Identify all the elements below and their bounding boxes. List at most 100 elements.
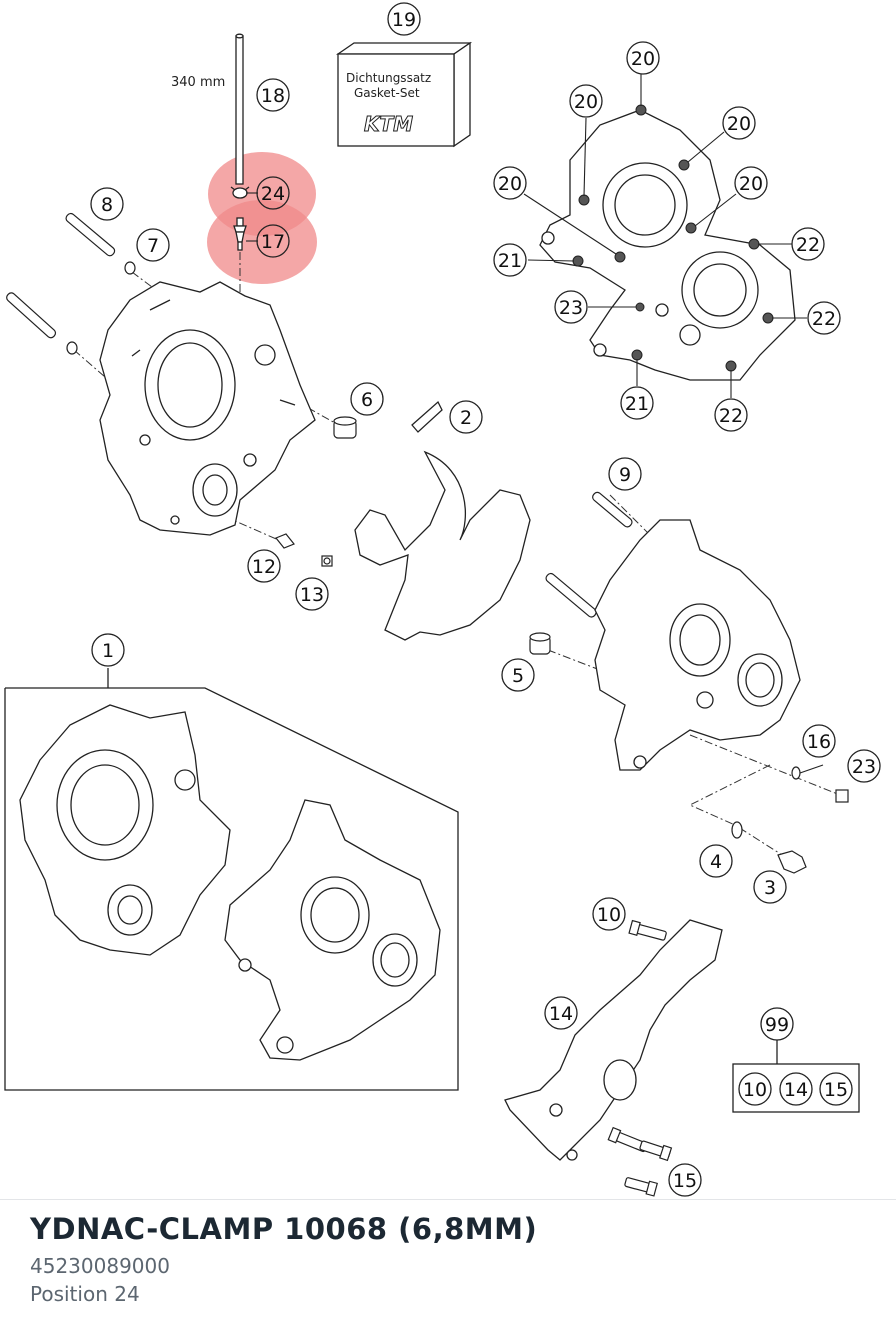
dowel-pins: [6, 212, 633, 618]
callout-23a-label: 23: [559, 297, 583, 319]
callout-22b-label: 22: [812, 308, 836, 330]
callout-8-label: 8: [101, 194, 113, 216]
callout-3: 3: [753, 870, 787, 904]
callout-9: 9: [608, 457, 642, 491]
callout-22c: 22: [714, 398, 748, 432]
callout-14b: 14: [779, 1072, 813, 1106]
highlight-area: [207, 152, 317, 284]
callout-10b: 10: [738, 1072, 772, 1106]
callout-22a: 22: [791, 227, 825, 261]
callout-99-label: 99: [765, 1014, 789, 1036]
callout-18: 18: [256, 78, 290, 112]
callout-10a-label: 10: [597, 904, 621, 926]
callout-14a: 14: [544, 996, 578, 1030]
callout-6: 6: [350, 382, 384, 416]
exploded-parts-diagram: 340 mm Dichtungssatz Gasket-Set KTM: [4, 2, 881, 1197]
part-17-nipple: [233, 217, 247, 251]
callout-23a: 23: [554, 290, 588, 324]
left-crankcase: [99, 281, 316, 536]
callout-4-label: 4: [710, 851, 722, 873]
bushings: [66, 261, 551, 655]
callout-14a-label: 14: [549, 1003, 573, 1025]
callout-3-label: 3: [764, 877, 776, 899]
crankcase-gasket: [354, 400, 531, 641]
callout-24: 24: [256, 176, 290, 210]
callout-16-label: 16: [807, 731, 831, 753]
divider: [0, 1199, 896, 1200]
dimension-label: 340 mm: [171, 75, 225, 90]
callout-23b-label: 23: [852, 756, 876, 778]
right-crankcase-bolts: [572, 104, 774, 372]
screws-12-13: [275, 533, 333, 567]
callout-2: 2: [449, 400, 483, 434]
callout-19: 19: [387, 2, 421, 36]
callout-12: 12: [247, 549, 281, 583]
ktm-logo: KTM: [364, 112, 413, 136]
part-number: 45230089000: [30, 1254, 170, 1278]
gasket-box-line1: Dichtungssatz: [346, 71, 431, 85]
callout-15a-label: 15: [824, 1079, 848, 1101]
gasket-box-line2: Gasket-Set: [354, 86, 420, 100]
callout-16: 16: [802, 724, 836, 758]
callout-9-label: 9: [619, 464, 631, 486]
callout-13-label: 13: [300, 584, 324, 606]
assembly-left-half: [19, 704, 231, 956]
callout-20d-label: 20: [498, 173, 522, 195]
callout-12-label: 12: [252, 556, 276, 578]
right-crankcase-top: [539, 109, 796, 381]
callout-22b: 22: [807, 301, 841, 335]
callout-10a: 10: [592, 897, 626, 931]
callout-20c-label: 20: [727, 113, 751, 135]
callout-20c: 20: [722, 106, 756, 140]
assembly-box: [4, 668, 459, 1091]
callout-5-label: 5: [512, 665, 524, 687]
callout-18-label: 18: [261, 85, 285, 107]
right-crankcase-middle: [594, 519, 801, 771]
cover-bolts: [607, 919, 673, 1197]
callout-2-label: 2: [460, 407, 472, 429]
callout-15b-label: 15: [673, 1170, 697, 1192]
callout-21b: 21: [620, 386, 654, 420]
callout-15b: 15: [668, 1163, 702, 1197]
callout-10b-label: 10: [743, 1079, 767, 1101]
callout-22a-label: 22: [796, 234, 820, 256]
callout-7-label: 7: [147, 235, 159, 257]
callout-20e-label: 20: [739, 173, 763, 195]
part-position: Position 24: [30, 1282, 140, 1306]
kit-box-99: [732, 1040, 860, 1113]
callout-22c-label: 22: [719, 405, 743, 427]
callout-21a-label: 21: [498, 250, 522, 272]
callout-17-label: 17: [261, 231, 285, 253]
callout-21a: 21: [493, 243, 527, 277]
part-name: YDNAC-CLAMP 10068 (6,8MM): [30, 1212, 538, 1246]
callout-15a: 15: [819, 1072, 853, 1106]
callout-4: 4: [699, 844, 733, 878]
callout-1: 1: [91, 633, 125, 667]
assembly-right-half: [224, 799, 441, 1061]
callout-20b-label: 20: [574, 91, 598, 113]
callout-19-label: 19: [392, 9, 416, 31]
callout-20d: 20: [493, 166, 527, 200]
drain-plug-parts: [731, 766, 849, 874]
callout-23b: 23: [847, 749, 881, 783]
sprocket-cover: [504, 919, 723, 1161]
callout-8: 8: [90, 187, 124, 221]
callout-6-label: 6: [361, 389, 373, 411]
callout-5: 5: [501, 658, 535, 692]
callout-99: 99: [760, 1007, 794, 1041]
gasket-set-box: [335, 41, 473, 148]
callout-20e: 20: [734, 166, 768, 200]
callouts: 19 18 24 17 8 7 6 2 12 13 20 20 20 20 20…: [90, 2, 881, 1197]
callout-20a-label: 20: [631, 48, 655, 70]
leader-lines: [246, 74, 824, 774]
callout-17: 17: [256, 224, 290, 258]
callout-20a: 20: [626, 41, 660, 75]
callout-1-label: 1: [102, 640, 114, 662]
callout-20b: 20: [569, 84, 603, 118]
callout-24-label: 24: [261, 183, 285, 205]
part-18-rod: [235, 33, 244, 185]
callout-14b-label: 14: [784, 1079, 808, 1101]
part-info: YDNAC-CLAMP 10068 (6,8MM) 45230089000 Po…: [30, 1212, 537, 1308]
callout-13: 13: [295, 577, 329, 611]
callout-7: 7: [136, 228, 170, 262]
